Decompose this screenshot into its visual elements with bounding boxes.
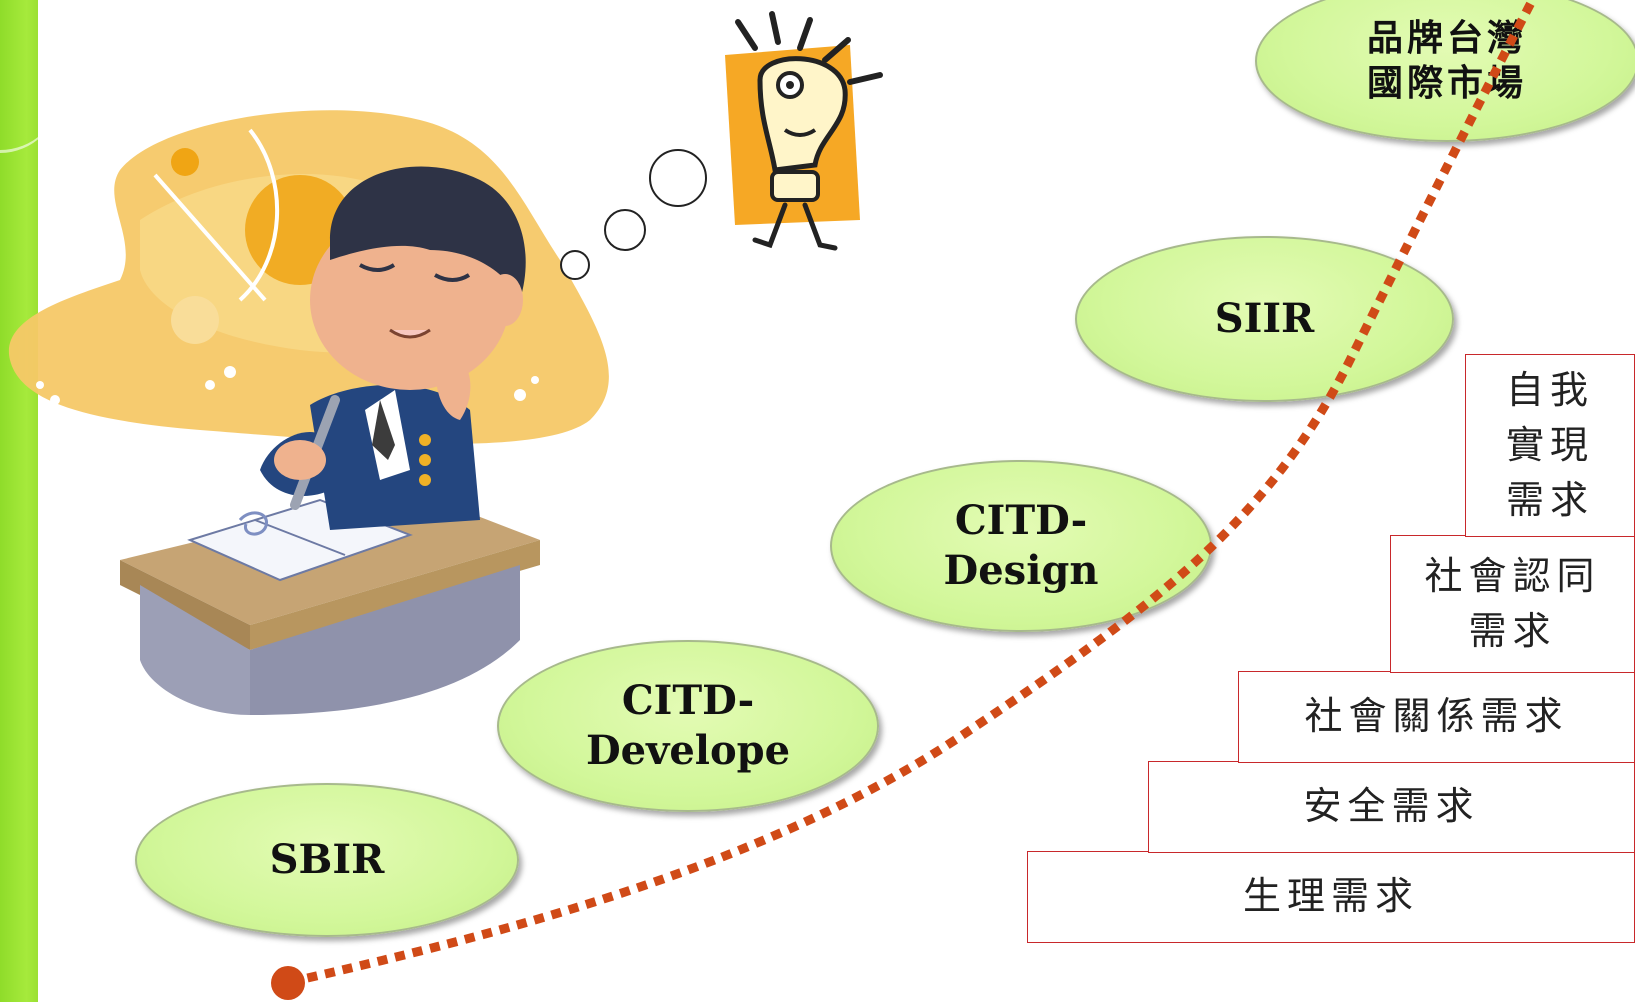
step-physiological: 生理需求 (1027, 851, 1635, 943)
ellipse-citd-design: CITD- Design (830, 460, 1212, 632)
step-safety: 安全需求 (1148, 761, 1635, 853)
ellipse-sbir: SBIR (135, 783, 519, 937)
step-esteem: 社會認同 需求 (1390, 535, 1635, 673)
thought-bubble-medium (604, 209, 646, 251)
ellipse-citd-develope: CITD- Develope (497, 640, 879, 812)
ellipse-siir: SIIR (1075, 236, 1454, 402)
lightbulb-icon (725, 11, 883, 251)
step-self-actualization: 自我 實現 需求 (1465, 354, 1635, 537)
step-social: 社會關係需求 (1238, 671, 1635, 763)
thought-bubble-large (649, 149, 707, 207)
green-side-bar (0, 0, 60, 1002)
thought-bubble-small (560, 250, 590, 280)
